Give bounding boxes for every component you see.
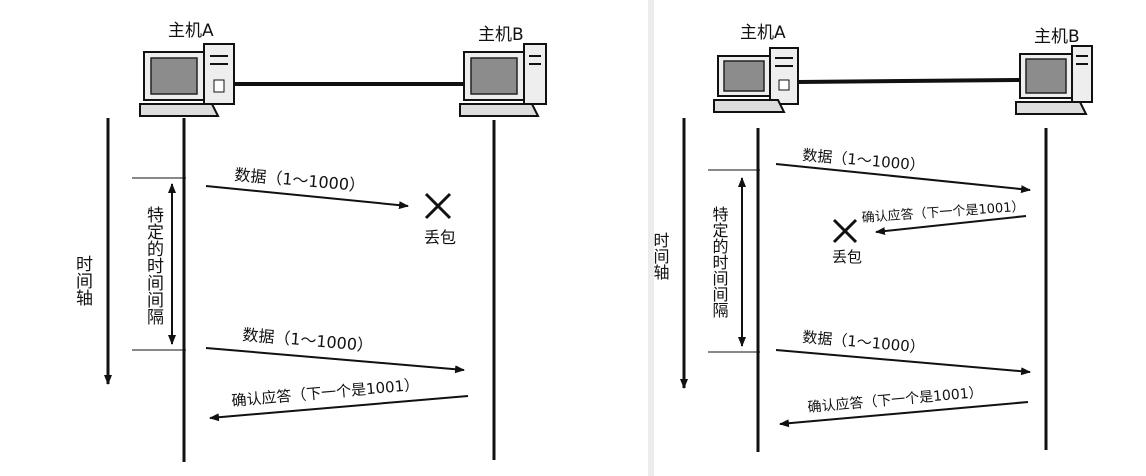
host-b-label: 主机B [1034, 27, 1080, 47]
host-b-label: 主机B [478, 25, 524, 45]
data-label-2: 数据（1～1000） [242, 325, 374, 355]
ack-arrow-2 [779, 401, 1029, 428]
loss-label: 丢包 [832, 248, 862, 266]
ack-arrow [209, 395, 469, 422]
ack-label-2: 确认应答（下一个是1001） [807, 384, 983, 416]
loss-x-mark-icon [832, 218, 858, 244]
host-b-computer-icon [1015, 45, 1093, 115]
host-a-computer-icon [713, 47, 799, 113]
loss-label: 丢包 [424, 228, 456, 247]
panel-divider [648, 0, 654, 476]
time-axis-label: 时间轴 [654, 232, 670, 280]
network-cable [797, 78, 1021, 84]
ack-arrow-1 [875, 215, 1027, 236]
host-a-computer-icon [139, 43, 235, 117]
time-axis-label: 时间轴 [72, 255, 93, 306]
data-label-2: 数据（1～1000） [802, 328, 926, 357]
data-arrow-1 [205, 185, 409, 210]
loss-x-mark-icon [424, 192, 452, 220]
diagram-left-svg: 主机A 主机B 时间轴 特定的时间间隔 数据（1～1000） 丢包 数据（1～1… [72, 21, 547, 462]
diagram-right-ack-lost-ack: 主机A 主机B 时间轴 特定的时间间隔 数据（1～1000） 确认应答（下一个是… [654, 0, 1146, 476]
ack-label: 确认应答（下一个是1001） [231, 376, 420, 410]
data-arrow-2 [205, 347, 465, 374]
interval-label: 特定的时间间隔 [143, 206, 164, 325]
interval-label: 特定的时间间隔 [710, 206, 729, 318]
host-a-label: 主机A [168, 21, 214, 41]
diagram-left-ack-lost-data: 主机A 主机B 时间轴 特定的时间间隔 数据（1～1000） 丢包 数据（1～1… [72, 21, 547, 462]
data-arrow-1 [775, 163, 1031, 194]
diagram-right-svg: 主机A 主机B 时间轴 特定的时间间隔 数据（1～1000） 确认应答（下一个是… [654, 23, 1093, 452]
data-label-1: 数据（1～1000） [802, 146, 926, 175]
host-a-label: 主机A [740, 23, 786, 43]
data-arrow-2 [775, 349, 1031, 376]
ack-label-1: 确认应答（下一个是1001） [861, 199, 1025, 226]
host-b-computer-icon [459, 43, 547, 117]
